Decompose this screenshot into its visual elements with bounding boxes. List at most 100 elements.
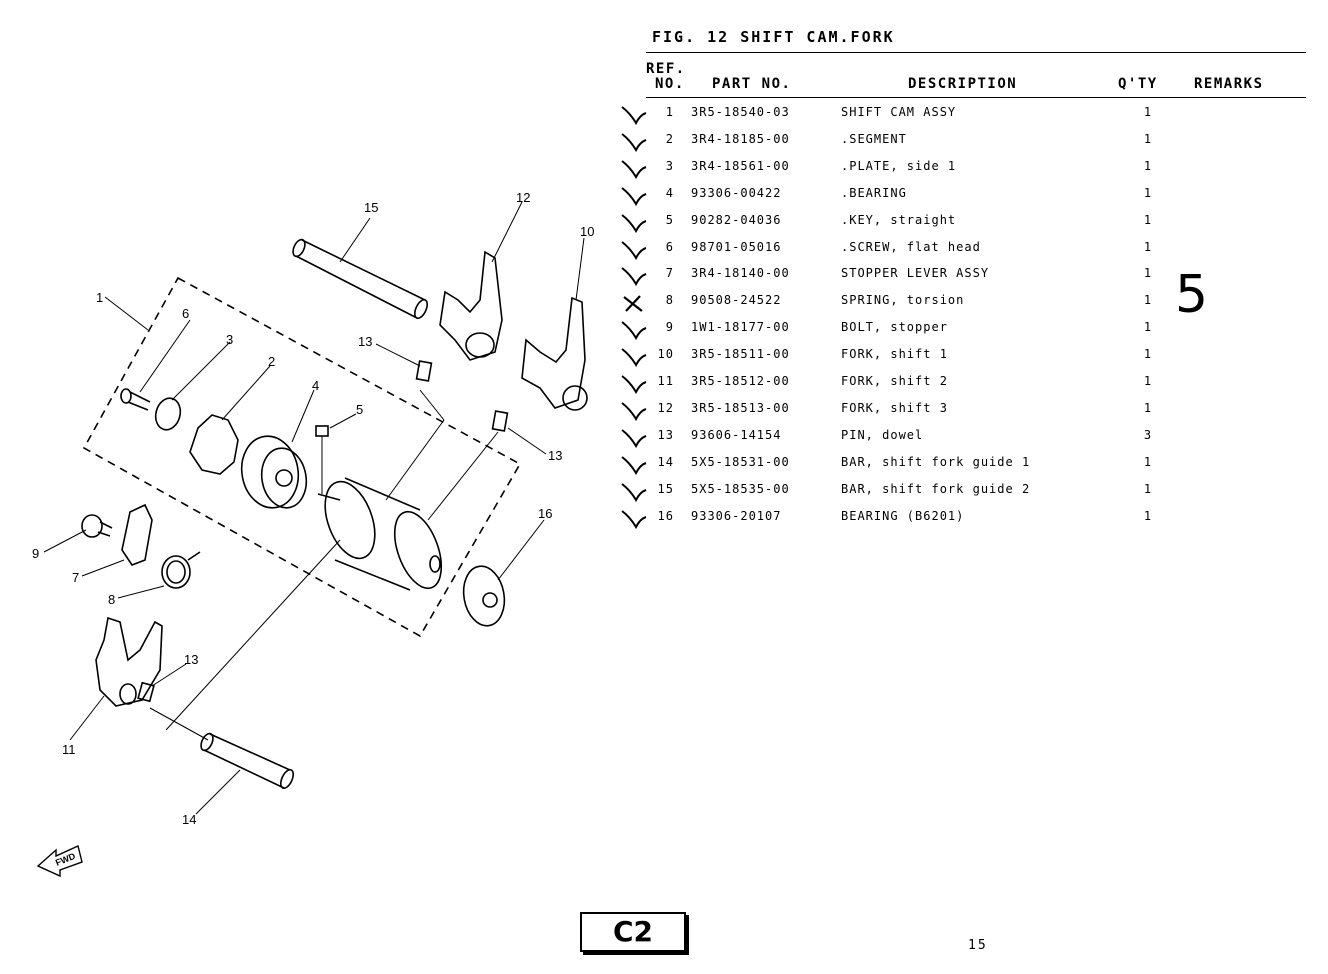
- table-row: 1 3R5-18540-03 SHIFT CAM ASSY 1: [620, 105, 1320, 132]
- assembly-boundary: [82, 276, 522, 638]
- bar-15-shape: [292, 238, 428, 320]
- part-no: 93606-14154: [691, 427, 782, 442]
- callout-10: 10: [580, 224, 594, 239]
- part-no: 3R4-18185-00: [691, 131, 790, 146]
- part-no: 3R5-18540-03: [691, 105, 790, 119]
- part-no: 90282-04036: [691, 212, 782, 227]
- callout-12: 12: [516, 190, 530, 205]
- bolt-9-shape: [81, 514, 113, 538]
- check-mark-icon: [621, 402, 647, 421]
- check-mark-icon: [621, 240, 647, 260]
- shift-cam-drum-shape: [317, 477, 443, 591]
- callout-4: 4: [312, 378, 319, 393]
- callout-16: 16: [538, 506, 552, 521]
- check-mark-icon: [621, 213, 647, 233]
- check-mark-icon: [621, 455, 647, 475]
- quantity: 1: [1143, 400, 1153, 415]
- quantity: 3: [1143, 427, 1153, 442]
- description: SPRING, torsion: [841, 293, 965, 308]
- stopper-lever-7-shape: [121, 503, 153, 566]
- header-ref-line2: NO.: [655, 76, 685, 92]
- description: FORK, shift 3: [841, 400, 948, 415]
- quantity: 1: [1143, 266, 1153, 281]
- part-no: 3R5-18512-00: [691, 374, 790, 388]
- quantity: 1: [1143, 131, 1153, 146]
- description: BAR, shift fork guide 1: [841, 454, 1031, 469]
- quantity: 1: [1143, 374, 1153, 388]
- ref-no: 3: [665, 158, 674, 173]
- callout-3: 3: [226, 332, 233, 347]
- dowel-pin-right-shape: [491, 410, 509, 432]
- quantity: 1: [1143, 454, 1153, 469]
- callout-13-lower: 13: [184, 652, 198, 667]
- description: BEARING (B6201): [841, 508, 965, 523]
- key-5-shape: [315, 425, 329, 437]
- fork-11-shape: [95, 616, 163, 707]
- callout-1: 1: [96, 290, 103, 305]
- quantity: 1: [1143, 212, 1153, 227]
- part-no: 93306-00422: [691, 185, 782, 200]
- header-description: DESCRIPTION: [908, 76, 1018, 92]
- description: FORK, shift 1: [841, 347, 948, 362]
- callout-6: 6: [182, 306, 189, 321]
- segment-2-shape: [189, 414, 239, 475]
- check-mark-icon: [621, 106, 647, 126]
- bar-14-shape: [200, 732, 294, 790]
- check-mark-icon: [621, 375, 647, 395]
- callout-14: 14: [182, 812, 196, 827]
- check-mark-icon: [621, 509, 647, 529]
- part-no: 1W1-18177-00: [691, 320, 790, 335]
- quantity: 1: [1143, 105, 1153, 119]
- ref-no: 16: [657, 508, 674, 523]
- part-no: 3R4-18561-00: [691, 158, 790, 173]
- quantity: 1: [1143, 185, 1153, 200]
- description: STOPPER LEVER ASSY: [841, 266, 990, 281]
- check-mark-icon: [621, 321, 647, 341]
- check-mark-icon: [621, 482, 647, 502]
- spring-8-shape: [161, 551, 201, 589]
- check-mark-icon: [621, 133, 647, 152]
- header-remarks: REMARKS: [1194, 76, 1264, 92]
- callout-7: 7: [72, 570, 79, 585]
- description: .PLATE, side 1: [841, 158, 957, 173]
- description: SHIFT CAM ASSY: [841, 105, 957, 119]
- fork-10-shape: [521, 296, 588, 411]
- part-no: 90508-24522: [691, 293, 782, 308]
- ref-no: 9: [665, 320, 674, 335]
- header-ref-line1: REF.: [646, 61, 686, 77]
- callout-13-right: 13: [548, 448, 562, 463]
- quantity: 1: [1143, 158, 1153, 173]
- callout-15: 15: [364, 200, 378, 215]
- handwritten-note: 5: [1175, 265, 1209, 325]
- exploded-parts-diagram: 1 2 3 4 5 6 7 8 9 10 11 12 13 13 13 14 1…: [32, 190, 594, 878]
- fwd-arrow-icon: [36, 845, 83, 878]
- bearing-16-shape: [462, 565, 506, 627]
- callout-8: 8: [108, 592, 115, 607]
- check-mark-icon: [621, 348, 647, 368]
- ref-no: 7: [665, 266, 674, 281]
- ref-no: 15: [657, 481, 674, 496]
- description: PIN, dowel: [841, 427, 924, 442]
- description: BAR, shift fork guide 2: [841, 481, 1031, 496]
- callout-5: 5: [356, 402, 363, 417]
- callout-11: 11: [62, 742, 76, 757]
- quantity: 1: [1143, 293, 1153, 308]
- quantity: 1: [1143, 347, 1153, 362]
- check-mark-icon: [621, 267, 647, 287]
- screw-6-shape: [120, 388, 151, 411]
- quantity: 1: [1143, 239, 1153, 254]
- check-mark-icon: [621, 186, 647, 206]
- table-row: 3 3R4-18561-00 .PLATE, side 1 1: [620, 159, 1320, 186]
- figure-title: FIG. 12 SHIFT CAM.FORK: [652, 28, 895, 46]
- ref-no: 11: [657, 374, 674, 388]
- part-no: 3R5-18513-00: [691, 400, 790, 415]
- quantity: 1: [1143, 508, 1153, 523]
- ref-no: 1: [665, 105, 674, 119]
